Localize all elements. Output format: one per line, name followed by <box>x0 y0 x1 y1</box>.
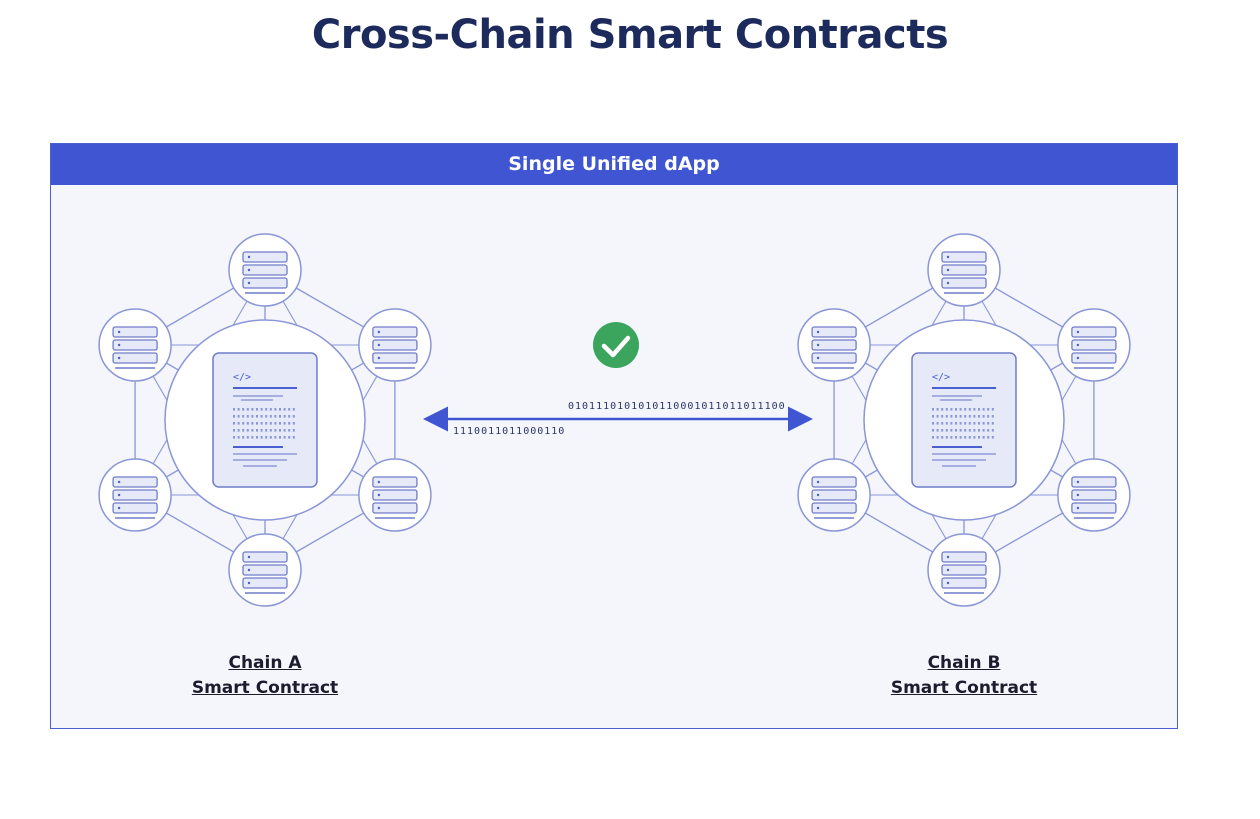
chain-b-server-node <box>1057 308 1131 382</box>
chain-a-network: </> <box>98 233 432 607</box>
chain-b-server-node <box>1057 458 1131 532</box>
server-icon <box>941 551 987 594</box>
bits-bottom: 1110011011000110 <box>453 426 566 437</box>
chain-b-contract-document-icon: </> <box>911 352 1017 488</box>
chain-a-name: Chain A <box>228 653 302 673</box>
chain-b-server-node <box>927 533 1001 607</box>
server-icon <box>112 326 158 369</box>
check-circle-icon <box>593 322 639 368</box>
chain-b-subtitle: Smart Contract <box>890 678 1038 698</box>
server-icon <box>941 251 987 294</box>
chain-a-server-node <box>358 458 432 532</box>
chain-b-server-node <box>797 458 871 532</box>
server-icon <box>372 326 418 369</box>
dapp-frame-header: Single Unified dApp <box>51 144 1177 185</box>
chain-a-label: Chain A Smart Contract <box>115 651 415 701</box>
chain-a-server-node <box>358 308 432 382</box>
chain-a-subtitle: Smart Contract <box>191 678 339 698</box>
server-icon <box>242 551 288 594</box>
chain-a-server-node <box>228 233 302 307</box>
bits-top: 0101110101010110001011011011100 <box>568 401 786 412</box>
chain-b-label: Chain B Smart Contract <box>814 651 1114 701</box>
chain-a-server-node <box>98 458 172 532</box>
chain-b-server-node <box>927 233 1001 307</box>
chain-b-name: Chain B <box>927 653 1001 673</box>
server-icon <box>242 251 288 294</box>
server-icon <box>811 476 857 519</box>
chain-a-server-node <box>98 308 172 382</box>
chain-a-server-node <box>228 533 302 607</box>
page-title: Cross-Chain Smart Contracts <box>311 12 949 58</box>
chain-b-server-node <box>797 308 871 382</box>
chain-b-network: </> <box>797 233 1131 607</box>
chain-b-code-tag: </> <box>932 372 950 383</box>
server-icon <box>811 326 857 369</box>
server-icon <box>1071 326 1117 369</box>
server-icon <box>112 476 158 519</box>
chain-a-contract-document-icon: </> <box>212 352 318 488</box>
server-icon <box>1071 476 1117 519</box>
server-icon <box>372 476 418 519</box>
chain-a-code-tag: </> <box>233 372 251 383</box>
